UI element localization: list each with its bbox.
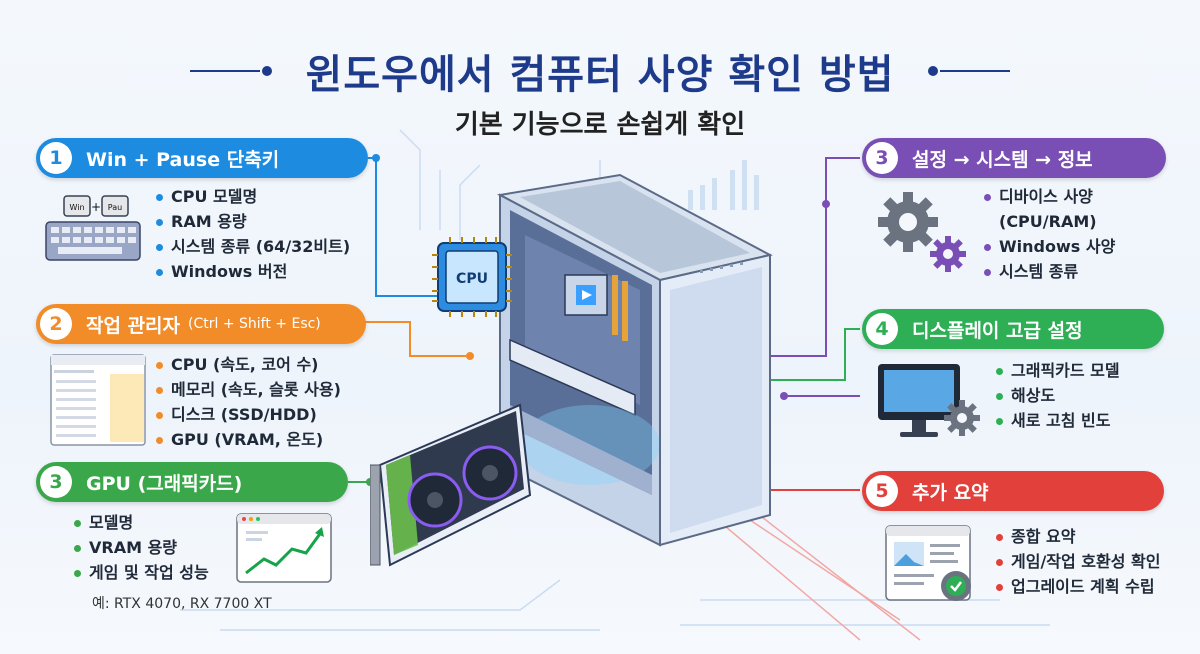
list-item: 시스템 종류: [984, 259, 1115, 284]
section-4-list: 그래픽카드 모델 해상도 새로 고침 빈도: [996, 358, 1120, 433]
cpu-chip-label: CPU: [456, 271, 488, 287]
plus-key-label: +: [91, 200, 101, 214]
section-1-header: 1 Win + Pause 단축키: [36, 138, 368, 178]
section-2-title: 작업 관리자: [86, 314, 181, 337]
list-item: CPU 모델명: [156, 184, 350, 209]
graphics-card: [370, 403, 532, 567]
section-1-number: 1: [40, 142, 72, 174]
section-4-number: 4: [866, 313, 898, 345]
monitor-icon: [878, 364, 980, 437]
section-1-title: Win + Pause 단축키: [86, 148, 280, 171]
list-item: 메모리 (속도, 슬롯 사용): [156, 377, 341, 402]
list-item: 디스크 (SSD/HDD): [156, 402, 341, 427]
section-3-settings-header: 3 설정 → 시스템 → 정보: [862, 138, 1166, 178]
gpu-example-text: 예: RTX 4070, RX 7700 XT: [92, 596, 272, 612]
section-2-list: CPU (속도, 코어 수) 메모리 (속도, 슬롯 사용) 디스크 (SSD/…: [156, 352, 341, 452]
section-3-settings-number: 3: [866, 142, 898, 174]
section-5-number: 5: [866, 475, 898, 507]
win-key-label: Win: [69, 203, 84, 212]
list-item: GPU (VRAM, 온도): [156, 427, 341, 452]
section-3-settings-title: 설정 → 시스템 → 정보: [912, 148, 1093, 171]
title-decor-line-left: [190, 70, 260, 72]
page-title: 윈도우에서 컴퓨터 사양 확인 방법: [305, 52, 895, 98]
list-item: Windows 사양: [984, 234, 1115, 259]
section-5-list: 종합 요약 게임/작업 호환성 확인 업그레이드 계획 수립: [996, 524, 1160, 599]
section-3-gpu-header: 3 GPU (그래픽카드): [36, 462, 348, 502]
list-item: 그래픽카드 모델: [996, 358, 1120, 383]
list-item: 게임/작업 호환성 확인: [996, 549, 1160, 574]
list-item: CPU (속도, 코어 수): [156, 352, 341, 377]
section-3-gpu-number: 3: [40, 466, 72, 498]
list-item: 디바이스 사양: [984, 184, 1115, 209]
section-3-gpu-title: GPU (그래픽카드): [86, 472, 243, 495]
list-item: 시스템 종류 (64/32비트): [156, 234, 350, 259]
performance-chart-icon: [236, 513, 332, 583]
section-3-gpu-list: 모델명 VRAM 용량 게임 및 작업 성능: [74, 510, 209, 585]
title-decor-dot-left: [262, 66, 272, 76]
section-4-header: 4 디스플레이 고급 설정: [862, 309, 1164, 349]
title-decor-line-right: [940, 70, 1010, 72]
list-item: 새로 고침 빈도: [996, 408, 1120, 433]
section-5-title: 추가 요약: [912, 481, 989, 504]
pc-illustration: CPU: [370, 173, 773, 567]
task-manager-window-icon: [50, 354, 146, 446]
section-3-settings-list: 디바이스 사양 (CPU/RAM) Windows 사양 시스템 종류: [984, 184, 1115, 284]
keyboard-icon: Win + Pau: [45, 195, 141, 261]
list-item: 모델명: [74, 510, 209, 535]
section-2-number: 2: [40, 308, 72, 340]
report-check-icon: [885, 525, 971, 601]
list-item: Windows 버전: [156, 259, 350, 284]
list-item: 업그레이드 계획 수립: [996, 574, 1160, 599]
list-item-continuation: (CPU/RAM): [999, 212, 1097, 231]
section-2-header: 2 작업 관리자 (Ctrl + Shift + Esc): [36, 304, 366, 344]
list-item: 종합 요약: [996, 524, 1160, 549]
pause-key-label: Pau: [108, 203, 122, 212]
gears-icon: [878, 192, 966, 272]
section-1-list: CPU 모델명 RAM 용량 시스템 종류 (64/32비트) Windows …: [156, 184, 350, 284]
title-decor-dot-right: [928, 66, 938, 76]
list-item: 해상도: [996, 383, 1120, 408]
section-5-header: 5 추가 요약: [862, 471, 1164, 511]
page-subtitle: 기본 기능으로 손쉽게 확인: [454, 110, 746, 140]
list-item: VRAM 용량: [74, 535, 209, 560]
section-2-shortcut: (Ctrl + Shift + Esc): [188, 316, 321, 332]
list-item: 게임 및 작업 성능: [74, 560, 209, 585]
list-item: RAM 용량: [156, 209, 350, 234]
section-4-title: 디스플레이 고급 설정: [912, 319, 1083, 342]
